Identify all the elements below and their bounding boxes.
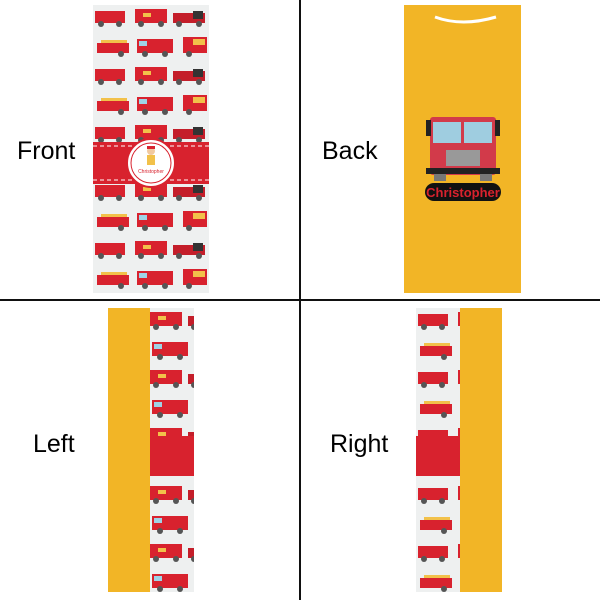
view-label-left: Left — [33, 430, 75, 458]
bag-front-image: Christopher — [93, 5, 209, 293]
view-label-right: Right — [330, 430, 389, 458]
svg-text:Christopher: Christopher — [138, 169, 164, 175]
view-label-front: Front — [17, 137, 76, 165]
bag-back-image: Christopher — [404, 5, 521, 293]
bag-right-image — [416, 308, 502, 592]
view-label-back: Back — [322, 137, 378, 165]
horizontal-divider — [0, 299, 600, 301]
personalized-name: Christopher — [426, 185, 500, 200]
bag-left-image — [108, 308, 194, 592]
